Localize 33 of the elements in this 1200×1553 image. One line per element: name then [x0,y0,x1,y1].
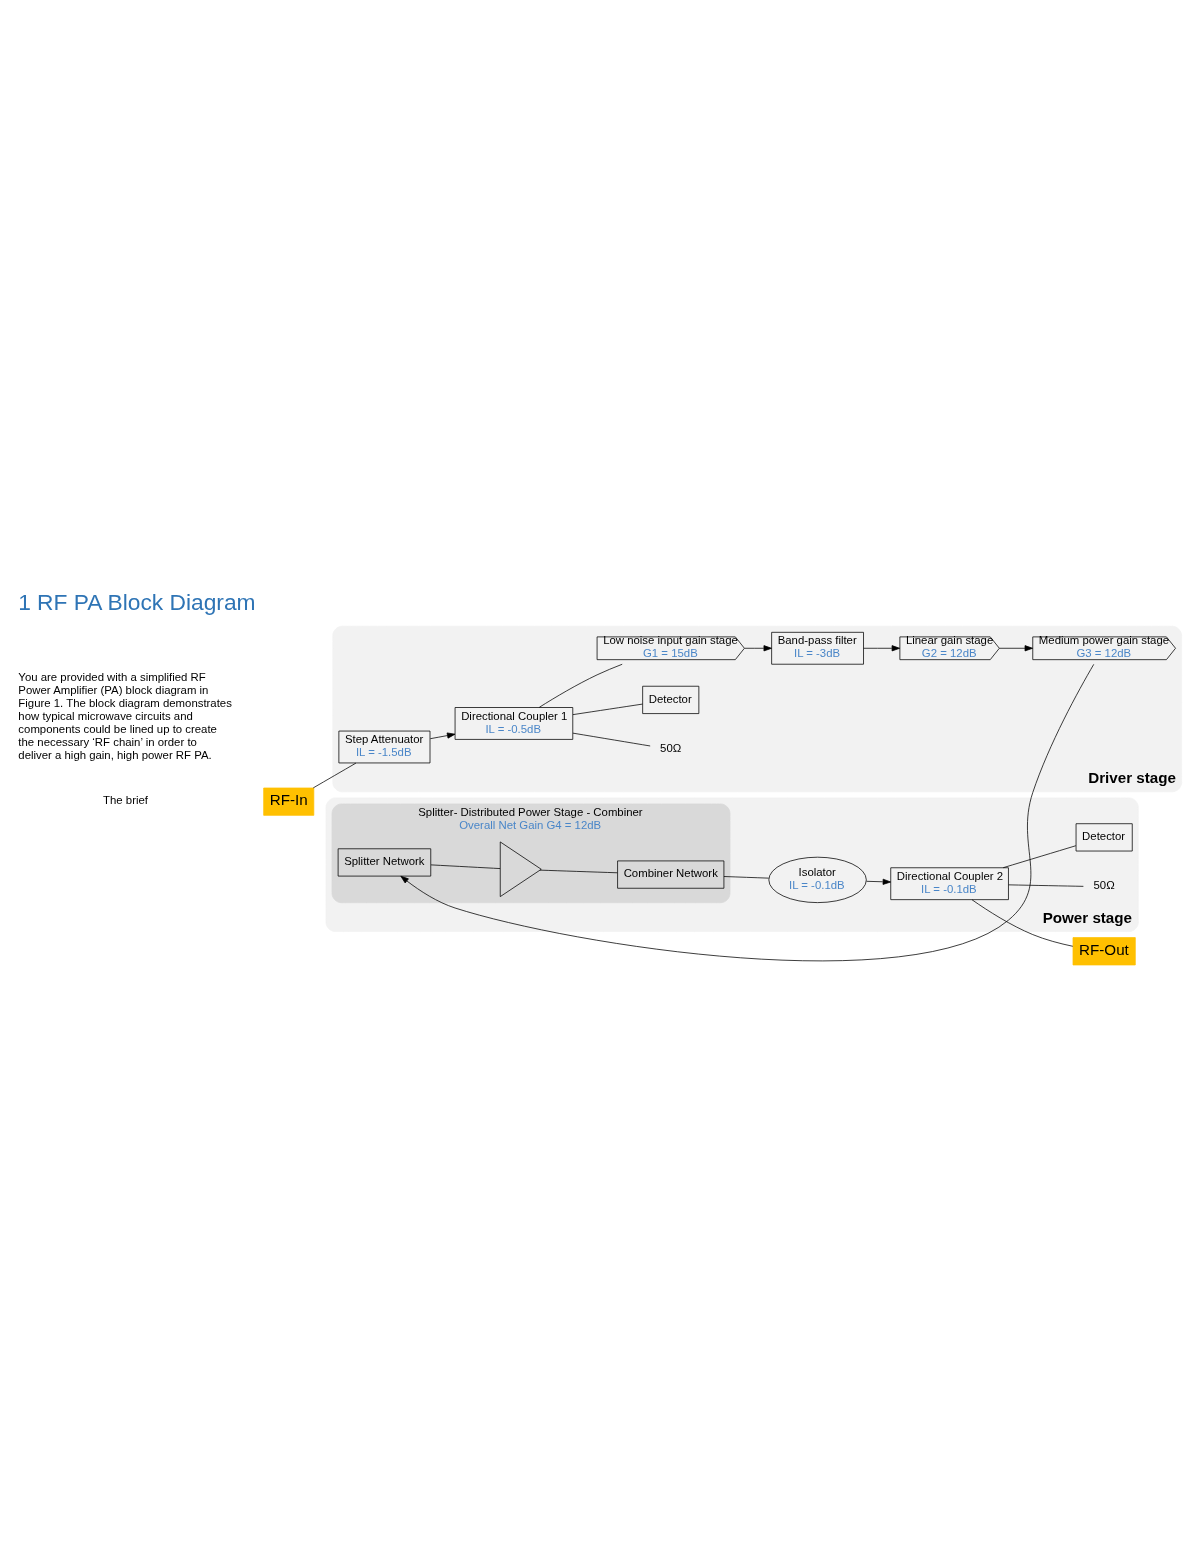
label: The brief [103,793,148,806]
arrow [863,644,900,651]
connector [539,869,618,873]
connector [723,875,770,879]
connector [971,898,1074,947]
arrow [429,732,456,739]
connector [572,703,643,715]
connector [572,732,651,746]
label: You are provided with a simplified RF Power Amplifier (PA) block diagram in Figure 1. The block diagram demonstrates how typical microwave circuits and components could be lined up to create the necessary ‘RF chain’ in order to deliver a high gain, high power RF PA. [18,670,232,761]
connector [430,864,501,869]
node-box: Band-pass filter IL = -3dB [771,631,864,665]
diagram-title: 1 RF PA Block Diagram [18,588,256,615]
node-ellipse: Isolator IL = -0.1dB [768,856,867,903]
node-box: Detector [1075,822,1133,851]
connector [1008,884,1084,887]
connector [1002,844,1077,868]
node-box: Combiner Network [617,860,725,889]
node-box: Detector [642,685,700,714]
node-triangle [499,841,542,897]
node-text: 50Ω [1093,878,1115,891]
arrow [400,663,1095,961]
node-text: 50Ω [660,741,682,754]
connector [538,663,623,708]
connector [312,762,357,788]
arrow [999,644,1033,651]
node-box: Step Attenuator IL = -1.5dB [338,730,431,763]
node-box: Directional Coupler 1 IL = -0.5dB [454,706,574,740]
node-box: RF-In [263,787,315,816]
node-box: RF-Out [1072,936,1136,965]
arrow [744,644,772,651]
node-box: Splitter Network [337,847,432,876]
arrow [866,878,892,885]
node-box: Directional Coupler 2 IL = -0.1dB [890,866,1009,900]
